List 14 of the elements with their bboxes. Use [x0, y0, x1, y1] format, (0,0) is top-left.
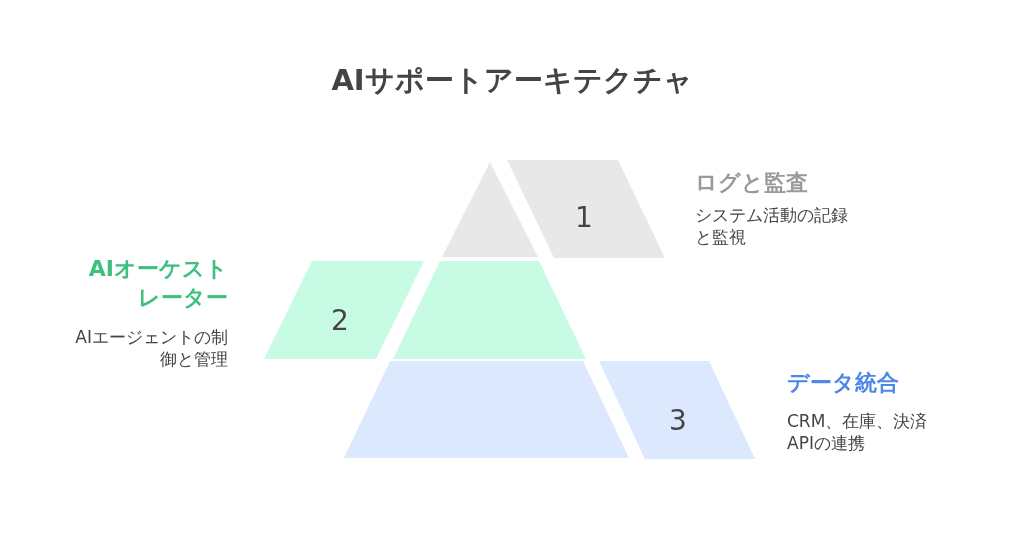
- layer-description: システム活動の記録と監視: [695, 204, 849, 248]
- step-number: 1: [575, 202, 593, 234]
- layer-heading: AIオーケストレーター: [87, 255, 228, 312]
- pyramid-segment: [393, 261, 586, 359]
- layer-heading: データ統合: [787, 369, 899, 397]
- step-number: 2: [331, 305, 349, 337]
- pyramid-segment: [344, 361, 629, 458]
- step-number: 3: [669, 405, 687, 437]
- layer-description: AIエージェントの制御と管理: [74, 326, 228, 370]
- layer-description: CRM、在庫、決済APIの連携: [787, 410, 929, 454]
- diagram-title: AIサポートアーキテクチャ: [330, 62, 694, 99]
- layer-heading: ログと監査: [695, 169, 808, 197]
- layer-tab: [264, 261, 424, 359]
- layer-tab: [599, 361, 755, 459]
